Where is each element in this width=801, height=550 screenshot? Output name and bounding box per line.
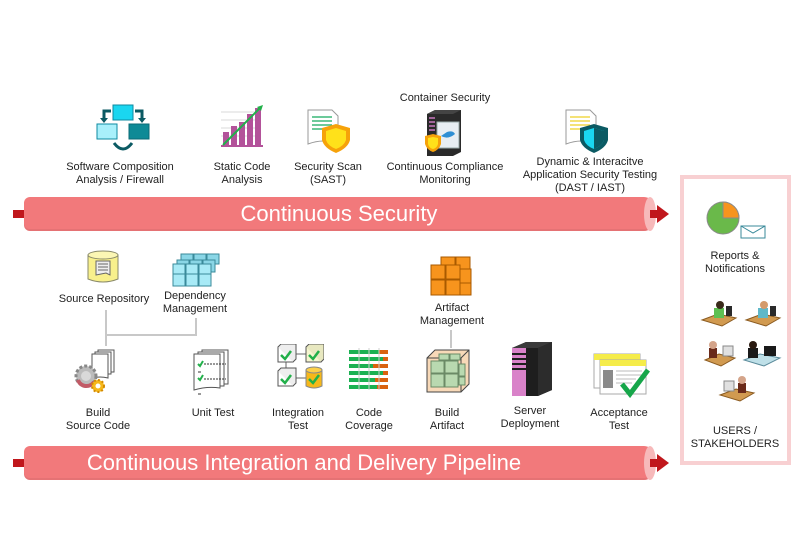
cicd-pipeline-label: Continuous Integration and Delivery Pipe…: [86, 450, 522, 475]
server-deployment-icon: [510, 340, 554, 403]
reports-notifications-label: Reports & Notifications: [705, 250, 765, 275]
security-arrow-shaft: [650, 210, 658, 218]
continuous-security-pipeline: Continuous Security: [24, 197, 656, 231]
static-code-analysis-icon: [219, 104, 265, 153]
dast-iast-icon: [564, 108, 610, 159]
user-icon: [744, 300, 782, 335]
software-composition-icon: [95, 103, 151, 160]
user-icon: [700, 300, 738, 335]
security-scan-icon: [306, 108, 352, 159]
acceptance-test-icon: [592, 352, 650, 403]
cicd-arrow-icon: [657, 454, 669, 472]
compliance-monitoring-label: Continuous Compliance Monitoring: [386, 161, 504, 186]
source-repository-label: Source Repository: [58, 293, 150, 305]
artifact-connector: [450, 330, 452, 348]
code-coverage-label: Code Coverage: [345, 407, 393, 432]
acceptance-test-label: Acceptance Test: [590, 407, 648, 432]
cicd-arrow-shaft: [650, 459, 658, 467]
security-scan-label: Security Scan (SAST): [294, 161, 362, 186]
integration-test-label: Integration Test: [272, 407, 324, 432]
reports-notifications-icon: [705, 200, 769, 245]
code-coverage-icon: [349, 348, 389, 395]
software-composition-label: Software Composition Analysis / Firewall: [66, 161, 174, 186]
dependency-management-label: Dependency Management: [162, 290, 228, 315]
continuous-security-pipeline-label: Continuous Security: [240, 201, 438, 226]
dependency-management-icon: [171, 252, 221, 293]
security-pipe-inlet: [13, 210, 25, 218]
unit-test-label: Unit Test: [191, 407, 235, 419]
static-code-analysis-label: Static Code Analysis: [213, 161, 271, 186]
dast-iast-label: Dynamic & Interacitve Application Securi…: [522, 156, 658, 194]
artifact-management-label: Artifact Management: [419, 302, 485, 327]
cicd-pipe-inlet: [13, 459, 25, 467]
source-repository-icon: [86, 249, 120, 290]
users-stakeholders-label: USERS / STAKEHOLDERS: [690, 425, 780, 450]
build-source-label: Build Source Code: [65, 407, 131, 432]
integration-test-icon: [276, 343, 325, 395]
cicd-pipeline: Continuous Integration and Delivery Pipe…: [24, 446, 656, 480]
build-artifact-label: Build Artifact: [429, 407, 465, 432]
user-icon: [718, 375, 756, 408]
unit-test-icon: [192, 348, 232, 405]
build-source-icon: [72, 348, 118, 399]
user-icon: [703, 340, 737, 373]
user-icon: [742, 340, 782, 373]
dependency-connector-v: [195, 318, 197, 336]
server-deployment-label: Server Deployment: [500, 405, 560, 430]
dependency-connector-h: [105, 334, 196, 336]
artifact-management-icon: [429, 255, 475, 304]
container-security-caption: Container Security: [399, 92, 491, 104]
container-security-icon: [423, 108, 463, 161]
security-arrow-icon: [657, 205, 669, 223]
build-artifact-icon: [425, 348, 471, 399]
repo-connector: [105, 310, 107, 346]
